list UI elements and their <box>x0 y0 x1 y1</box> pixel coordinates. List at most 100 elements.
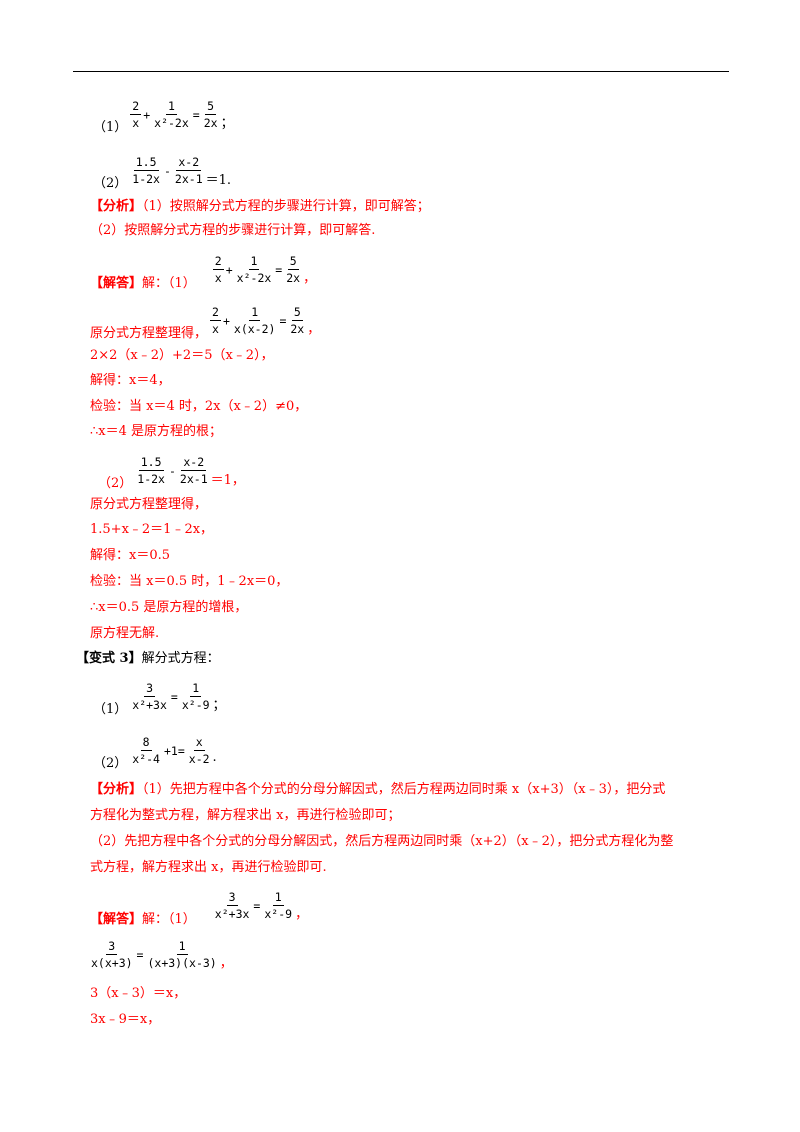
math-text: ＝1， <box>210 473 245 488</box>
fraction-numerator: 1 <box>190 680 202 697</box>
solution-step: 原方程无解. <box>90 626 160 641</box>
math-text: （2） <box>98 476 133 491</box>
fraction: 1(x+3)(x-3) <box>145 938 218 970</box>
analysis-line1: 【分析】（1）按照解分式方程的步骤进行计算，即可解答； <box>90 199 430 214</box>
math-text: ， <box>295 907 309 922</box>
math-operator: = <box>170 689 178 704</box>
math-operator: = <box>192 107 200 122</box>
fraction-denominator: (x+3)(x-3) <box>147 955 217 970</box>
solution-step: 解得：x＝4， <box>90 373 171 388</box>
fraction-denominator: 2x-1 <box>174 171 203 186</box>
math-text: . <box>212 750 217 765</box>
fraction-denominator: 1-2x <box>132 171 160 186</box>
fraction-numerator: 2 <box>210 304 221 321</box>
fraction-numerator: 8 <box>140 734 152 751</box>
fraction-denominator: 2x <box>286 270 301 285</box>
fraction-numerator: 5 <box>287 253 299 270</box>
fraction-numerator: 3 <box>144 680 156 697</box>
solution-step: 原分式方程整理得， <box>90 497 208 512</box>
fraction-denominator: 1-2x <box>137 471 165 486</box>
solution-step: ∴x＝4 是原方程的根； <box>90 424 223 439</box>
solution2-step: 3x﹣9＝x， <box>90 1012 161 1027</box>
analysis2-line3: （2）先把方程中各个分式的分母分解因式，然后方程两边同时乘（x+2）（x﹣2），… <box>90 834 674 849</box>
math-text: ； <box>212 698 226 713</box>
math-text: ； <box>220 116 234 131</box>
fraction-numerator: 1 <box>176 938 188 955</box>
math-operator: - <box>163 163 171 178</box>
math-text: （1） <box>93 702 128 717</box>
fraction-denominator: x <box>212 321 219 336</box>
fraction-denominator: x²-4 <box>132 751 160 766</box>
problem-eq1-label: （1） <box>93 120 128 135</box>
variant-heading: 【变式 3】解分式方程： <box>76 651 220 666</box>
fraction-numerator: 5 <box>205 98 217 115</box>
fraction-numerator: 1 <box>249 304 261 321</box>
solution-step: 检验：当 x＝4 时，2x（x﹣2）≠0， <box>90 399 308 414</box>
solution-step: ∴x＝0.5 是原方程的增根， <box>90 600 248 615</box>
fraction-denominator: x²-9 <box>181 697 210 712</box>
math-text: 原分式方程整理得， <box>90 326 208 341</box>
fraction-numerator: x-2 <box>181 454 207 471</box>
fraction-numerator: 1 <box>248 253 260 270</box>
math-operator: - <box>168 463 176 478</box>
fraction-numerator: x <box>193 734 205 751</box>
solution-step: 1.5+x﹣2＝1﹣2x， <box>90 522 214 537</box>
fraction-denominator: x(x-2) <box>233 321 276 336</box>
header-rule <box>73 71 729 72</box>
fraction-numerator: x-2 <box>176 154 202 171</box>
math-text: ， <box>303 271 317 286</box>
analysis2-line4: 式方程，解方程求出 x，再进行检验即可. <box>90 860 327 875</box>
math-text: ， <box>219 956 233 971</box>
math-operator: = <box>136 947 144 962</box>
fraction-denominator: x²+3x <box>132 697 167 712</box>
problem-eq2-label: （2） <box>93 176 128 191</box>
fraction-denominator: x²-2x <box>236 270 272 285</box>
fraction-numerator: 1 <box>166 98 177 115</box>
math-text: 【解答】解：（1） <box>90 276 196 291</box>
math-text: 【解答】解：（1） <box>90 912 196 927</box>
math-operator: = <box>279 313 287 328</box>
fraction-denominator: x²-2x <box>154 115 189 130</box>
fraction-numerator: 3 <box>226 889 238 906</box>
math-operator: +1= <box>163 743 185 758</box>
fraction-denominator: x²-9 <box>264 906 293 921</box>
fraction-denominator: 2x <box>290 321 305 336</box>
fraction-numerator: 3 <box>106 938 118 955</box>
analysis2-line2: 方程化为整式方程，解方程求出 x，再进行检验即可； <box>90 808 401 823</box>
fraction-numerator: 2 <box>130 98 142 115</box>
fraction-denominator: x-2 <box>188 751 210 766</box>
math-operator: = <box>253 898 261 913</box>
math-text: ， <box>307 322 321 337</box>
math-operator: + <box>225 262 233 277</box>
math-text: ＝1. <box>205 173 232 188</box>
math-operator: = <box>275 262 283 277</box>
fraction-denominator: x(x+3) <box>91 955 133 970</box>
solution-step: 解得：x＝0.5 <box>90 548 171 563</box>
analysis2-line1: 【分析】（1）先把方程中各个分式的分母分解因式，然后方程两边同时乘 x（x+3）… <box>90 782 666 797</box>
math-operator: + <box>222 313 230 328</box>
